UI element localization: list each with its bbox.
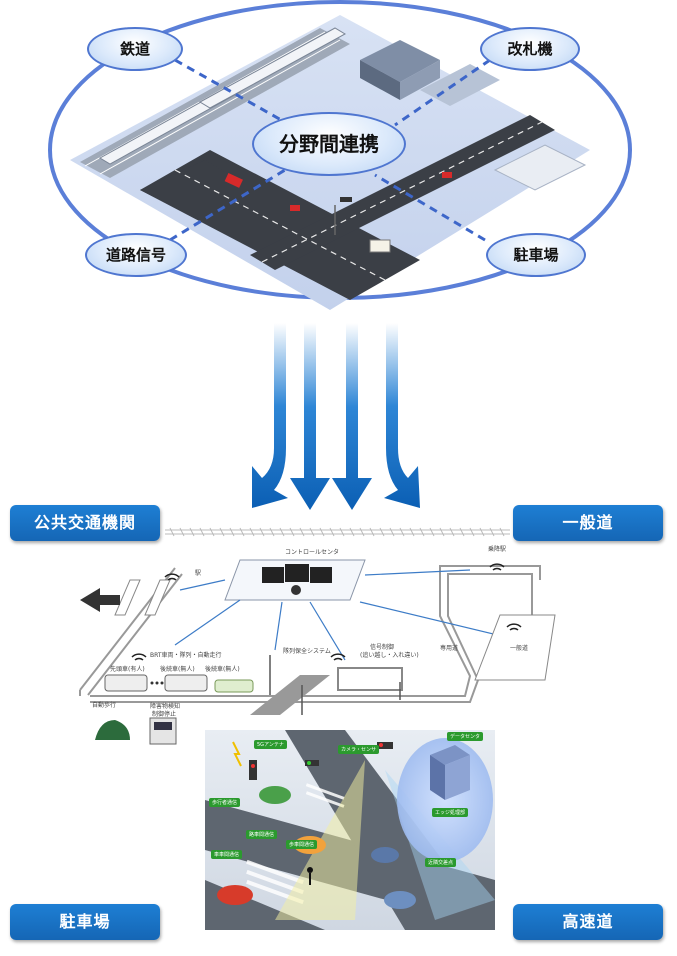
bus-2: [164, 674, 208, 692]
category-expressway-label: 高速道: [562, 912, 614, 931]
tag-edge-processing: エッジ処理部: [432, 808, 469, 817]
category-general-road: 一般道: [513, 505, 663, 541]
node-ticket-gate-label: 改札機: [507, 40, 553, 58]
arrow-2-icon: [290, 323, 330, 510]
route-outline: [79, 565, 541, 703]
bus-1: [104, 674, 148, 692]
signal-control-sub-label: (追い越し・入れ違い): [360, 652, 419, 659]
car-red-1: [224, 172, 243, 188]
category-public-transport: 公共交通機関: [10, 505, 160, 541]
signal-control-label: 信号制御: [370, 644, 395, 651]
facility-box: [474, 614, 556, 681]
follower-2-label: 後続車(無人): [205, 666, 240, 673]
parking-lot: [493, 144, 587, 191]
category-general-road-label: 一般道: [562, 513, 614, 532]
station-building: [360, 40, 440, 82]
priority-system-label: 隊列保全システム: [283, 648, 331, 655]
tag-5g-antenna: 5Gアンテナ: [254, 740, 287, 749]
data-center-building: [430, 745, 470, 765]
obstacle-detect-label: 障害物検知: [150, 703, 181, 710]
node-railway-label: 鉄道: [119, 40, 150, 58]
tag-v2v-comm: 車車間通信: [211, 850, 243, 859]
road-horizontal: [140, 150, 420, 300]
center-label: 分野間連携: [279, 132, 379, 156]
flow-arrows: [252, 323, 420, 510]
node-parking: 駐車場: [486, 233, 586, 277]
tag-camera-sensor: カメラ・センサ: [338, 745, 380, 754]
center-bubble: 分野間連携: [252, 112, 406, 176]
tag-data-center: データセンタ: [447, 732, 484, 741]
train-2: [198, 27, 347, 109]
car-red: [217, 885, 253, 905]
auto-walk-label: 自動歩行: [92, 702, 117, 709]
mobility-vehicle: [95, 720, 130, 740]
station-label: 駅: [195, 570, 202, 577]
node-railway: 鉄道: [87, 27, 183, 71]
brt-label: BRT車両・隊列・自動走行: [150, 652, 222, 659]
arrow-3-icon: [332, 323, 372, 510]
arrow-4-icon: [384, 323, 420, 508]
category-parking: 駐車場: [10, 904, 160, 940]
car-green: [259, 786, 291, 804]
tag-nearby-intersection: 近隣交差点: [425, 858, 457, 867]
truck-white: [369, 239, 391, 253]
control-center-label: コントロールセンタ: [285, 549, 340, 556]
road-corner: [140, 160, 230, 205]
node-parking-label: 駐車場: [513, 246, 559, 264]
node-ticket-gate: 改札機: [480, 27, 580, 71]
system-diagram-graphic: [79, 527, 556, 745]
exit-arrow-icon: [80, 588, 120, 612]
roadside-station-label: 乗降駅: [488, 546, 507, 553]
dedicated-road-label: 専用道: [440, 645, 459, 652]
car-blue-2: [384, 891, 416, 909]
node-road-signal: 道路信号: [85, 233, 187, 277]
tag-road-vehicle-comm: 路車間通信: [246, 830, 278, 839]
category-expressway: 高速道: [513, 904, 663, 940]
tag-ped-vehicle-comm: 歩車間通信: [286, 840, 318, 849]
node-road-signal-label: 道路信号: [105, 246, 166, 264]
arrow-1-icon: [252, 323, 288, 508]
lead-vehicle-label: 先頭車(有人): [110, 666, 145, 673]
car-blue-1: [371, 847, 399, 863]
car-red-2: [290, 205, 300, 211]
pedestrian-icon: [307, 867, 313, 873]
antenna-icon: [232, 741, 242, 767]
crosswalk: [250, 675, 330, 715]
category-public-transport-label: 公共交通機関: [33, 513, 136, 532]
bus-3: [214, 679, 254, 693]
tag-pedestrian-comm: 歩行者通信: [209, 798, 241, 807]
obstacle-stop-label: 制御停止: [152, 711, 177, 718]
rail-car: [149, 717, 177, 745]
follower-1-label: 後続車(無人): [160, 666, 195, 673]
category-parking-label: 駐車場: [59, 912, 111, 931]
general-road-small-label: 一般道: [510, 645, 529, 652]
car-red-3: [442, 172, 452, 178]
